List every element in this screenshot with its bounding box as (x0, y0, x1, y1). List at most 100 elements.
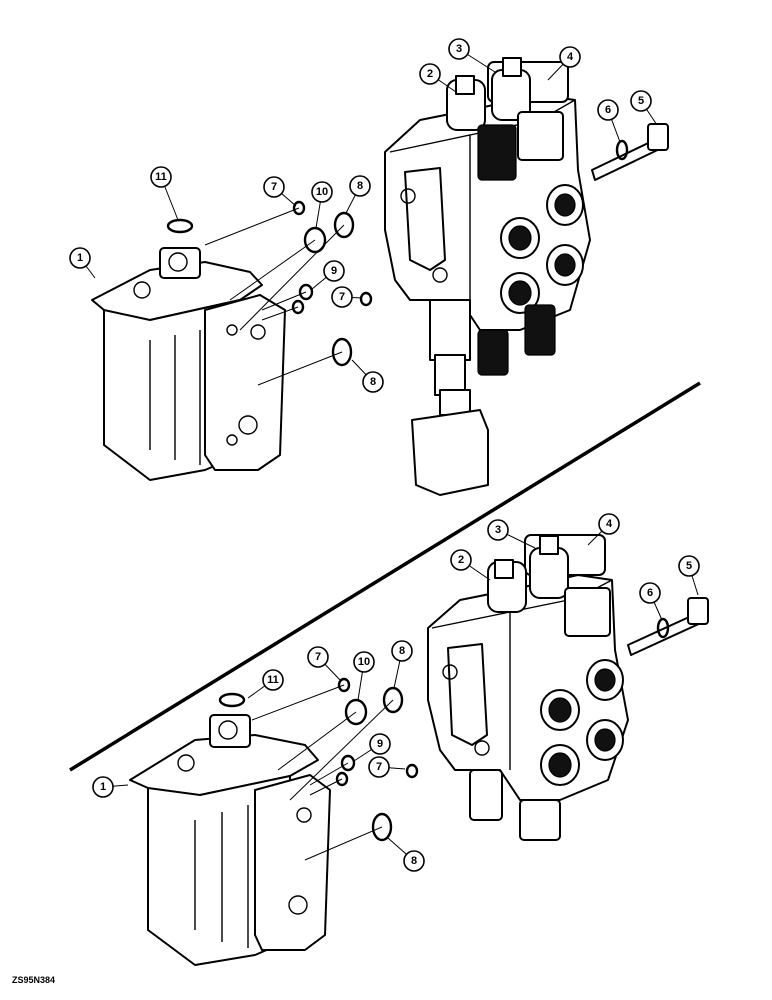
top-plug-11 (166, 218, 194, 234)
top-oring-8b (331, 337, 353, 367)
top-oring-9 (298, 283, 314, 301)
bottom-oring-8a (382, 686, 404, 714)
callout-10: 10 (353, 651, 375, 701)
bottom-assembly (129, 534, 709, 966)
callout-7: 7 (263, 176, 297, 207)
callout-2: 2 (450, 549, 491, 581)
callout-circle (368, 756, 390, 778)
callout-circle (448, 38, 470, 60)
callout-number: 4 (567, 51, 574, 63)
callout-11: 11 (150, 166, 179, 221)
top-seal-7a (292, 200, 306, 216)
callout-circle (559, 46, 581, 68)
callout-number: 5 (686, 560, 692, 572)
bottom-control-valve (427, 534, 709, 841)
callout-number: 7 (271, 181, 277, 193)
callout-circle (391, 640, 413, 662)
callout-circle (307, 646, 329, 668)
callout-number: 5 (638, 95, 644, 107)
bottom-plug-11 (218, 692, 246, 708)
callout-number: 7 (315, 651, 321, 663)
top-assembly (91, 57, 669, 496)
callout-circle (262, 669, 284, 691)
callout-7: 7 (307, 646, 341, 681)
callout-number: 9 (331, 265, 337, 277)
callout-3: 3 (448, 38, 496, 73)
bottom-oring-8b (371, 812, 393, 842)
top-control-valve (384, 57, 669, 496)
callout-2: 2 (419, 63, 457, 93)
callout-number: 7 (339, 291, 345, 303)
callout-number: 8 (370, 376, 376, 388)
callout-5: 5 (678, 555, 700, 596)
callout-circle (369, 733, 391, 755)
callout-number: 8 (357, 180, 363, 192)
callout-1: 1 (92, 776, 129, 798)
top-seal-7c (359, 291, 373, 307)
top-oring-8a (333, 211, 355, 239)
callout-circle (678, 555, 700, 577)
callout-circle (349, 175, 371, 197)
callout-7: 7 (368, 756, 406, 778)
bottom-seal-7b (335, 771, 349, 787)
callout-6: 6 (639, 582, 663, 621)
callout-circle (331, 286, 353, 308)
callout-circle (403, 850, 425, 872)
callout-8: 8 (391, 640, 413, 689)
callout-number: 7 (376, 761, 382, 773)
callout-5: 5 (630, 90, 658, 126)
bottom-oring-10 (344, 698, 368, 726)
callout-number: 9 (377, 738, 383, 750)
top-seal-7b (291, 299, 305, 315)
top-oring-10 (303, 226, 327, 254)
callout-3: 3 (487, 519, 536, 549)
callout-circle (150, 166, 172, 188)
bottom-seal-7a (337, 677, 351, 693)
callout-circle (311, 181, 333, 203)
bottom-seal-7c (405, 763, 419, 779)
callout-7: 7 (331, 286, 363, 308)
callout-9: 9 (353, 733, 391, 762)
bottom-oring-9 (340, 754, 356, 772)
callout-9: 9 (311, 260, 345, 290)
callout-circle (92, 776, 114, 798)
callout-circle (263, 176, 285, 198)
callout-4: 4 (547, 46, 581, 81)
callout-number: 6 (647, 587, 653, 599)
callout-circle (598, 513, 620, 535)
callout-8: 8 (387, 837, 425, 872)
callout-11: 11 (247, 669, 284, 699)
callout-number: 8 (411, 855, 417, 867)
callout-8: 8 (351, 359, 384, 393)
callout-number: 1 (77, 252, 83, 264)
top-section-body (91, 247, 286, 481)
callout-circle (487, 519, 509, 541)
callout-4: 4 (587, 513, 620, 546)
callout-number: 3 (495, 524, 501, 536)
callout-number: 8 (399, 645, 405, 657)
callout-10: 10 (311, 181, 333, 229)
callout-number: 6 (605, 104, 611, 116)
callout-circle (630, 90, 652, 112)
callout-circle (69, 247, 91, 269)
callout-number: 2 (427, 68, 433, 80)
callout-circle (419, 63, 441, 85)
callout-8: 8 (345, 175, 371, 214)
section-divider (69, 381, 701, 772)
callout-number: 10 (316, 186, 328, 198)
callout-circle (353, 651, 375, 673)
callout-number: 2 (458, 554, 464, 566)
callout-number: 1 (100, 781, 106, 793)
callout-number: 4 (606, 518, 613, 530)
callout-circle (639, 582, 661, 604)
callout-1: 1 (69, 247, 96, 279)
callout-number: 3 (456, 43, 462, 55)
callout-number: 11 (155, 171, 167, 183)
bottom-section-body (129, 714, 331, 966)
callout-number: 11 (267, 674, 279, 686)
drawing-code-label: ZS95N384 (12, 975, 56, 985)
callout-circle (362, 371, 384, 393)
